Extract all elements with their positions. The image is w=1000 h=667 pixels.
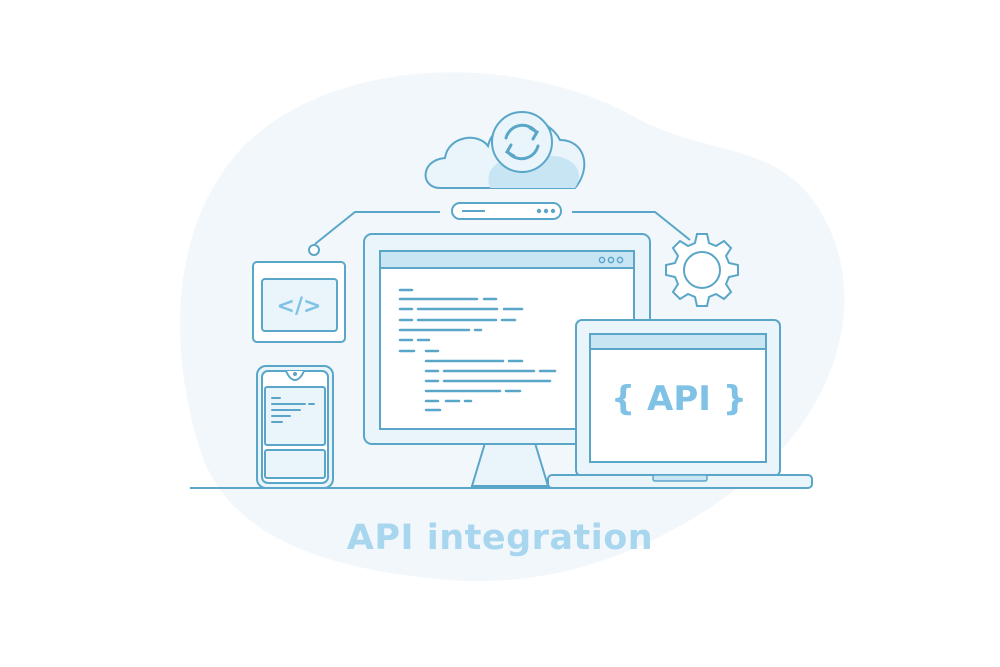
cloud-sync-icon: [424, 111, 586, 189]
caption-title: API integration: [346, 518, 654, 558]
code-window: </>: [252, 261, 346, 343]
server-bar-icon: [451, 202, 562, 220]
gear-icon: [665, 233, 739, 307]
laptop-icon: { API }: [547, 319, 813, 489]
api-label: { API }: [611, 379, 747, 419]
sync-arrows-icon: [504, 123, 540, 161]
code-tag-icon: </>: [277, 294, 322, 319]
connector-lines: [308, 211, 691, 256]
phone-icon: [256, 365, 334, 489]
monitor-icon: [363, 233, 651, 487]
code-lines: [398, 288, 557, 412]
